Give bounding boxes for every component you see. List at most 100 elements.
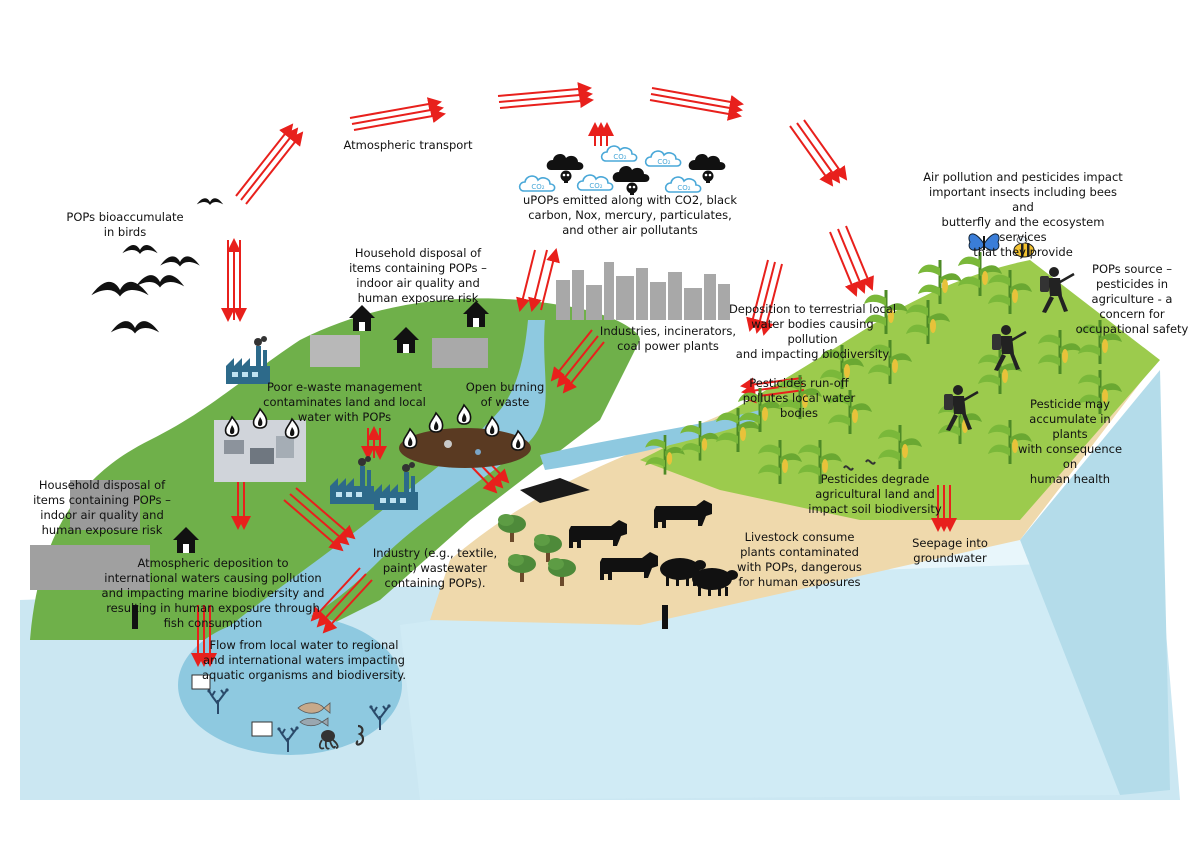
label-deposition-terrestrial: Deposition to terrestrial local water bo… — [728, 302, 897, 361]
fish-icon — [299, 717, 329, 727]
arrow — [540, 248, 560, 311]
arrow — [497, 82, 592, 97]
arrow — [240, 127, 299, 201]
bird-icon — [196, 198, 224, 205]
emission-clouds: CO₂ CO₂ CO₂ CO₂ CO₂ — [518, 145, 726, 195]
river-side-branch — [540, 410, 760, 470]
cloud-co2-text: CO₂ — [531, 183, 544, 191]
arrow — [322, 579, 373, 634]
arrow — [550, 329, 593, 382]
bird-icon — [135, 275, 185, 288]
building — [30, 545, 150, 590]
arrow — [845, 225, 874, 291]
arrow — [562, 341, 605, 394]
label-pesticides-degrade: Pesticides degrade agricultural land and… — [808, 472, 942, 516]
label-livestock: Livestock consume plants contaminated wi… — [737, 530, 862, 589]
arrow — [245, 131, 304, 205]
label-flow-local-water: Flow from local water to regional and in… — [201, 638, 407, 682]
label-household-left: Household disposal of items containing P… — [33, 478, 171, 537]
arrow — [283, 499, 344, 552]
arrow — [528, 249, 548, 312]
seahorse-icon — [355, 724, 365, 746]
arrow — [556, 335, 599, 388]
label-pesticide-accumulate: Pesticide may accumulate in plants with … — [1017, 397, 1123, 486]
skull-cloud-icon — [612, 166, 650, 195]
label-seepage: Seepage into groundwater — [912, 536, 988, 565]
fish-icon — [297, 702, 331, 714]
ground-cliff — [1020, 370, 1170, 795]
label-pesticides-runoff: Pesticides run-off pollutes local water … — [742, 376, 856, 420]
arrow — [651, 87, 744, 109]
arrow — [499, 94, 594, 109]
label-atmospheric-deposition: Atmospheric deposition to international … — [101, 556, 325, 630]
octopus-icon — [318, 730, 339, 750]
dark-patch — [520, 478, 590, 503]
label-pops-source-pesticides: POPs source – pesticides in agriculture … — [1075, 262, 1189, 336]
cloud-co2-icon: CO₂ — [576, 174, 614, 191]
butterfly-icon — [968, 233, 1000, 251]
arrow — [796, 122, 841, 184]
cloud-co2-icon: CO₂ — [518, 175, 556, 192]
label-industry-wastewater: Industry (e.g., textile, paint) wastewat… — [372, 546, 498, 590]
label-pops-birds: POPs bioaccumulate in birds — [66, 210, 184, 239]
label-atmospheric-transport: Atmospheric transport — [343, 138, 473, 152]
label-ewaste: Poor e-waste management contaminates lan… — [263, 380, 426, 424]
cloud-co2-text: CO₂ — [589, 182, 602, 190]
arrow — [516, 249, 536, 312]
arrow — [235, 123, 294, 197]
cloud-co2-icon: CO₂ — [644, 150, 682, 167]
arrow — [650, 93, 743, 115]
crop-field — [640, 260, 1160, 520]
skull-cloud-icon — [688, 154, 726, 183]
arrow — [803, 119, 848, 181]
arrow — [746, 259, 769, 332]
arrow — [349, 97, 442, 119]
cloud-co2-text: CO₂ — [613, 153, 626, 161]
arrow — [760, 263, 783, 336]
label-household-top: Household disposal of items containing P… — [349, 246, 487, 305]
bird-icon — [160, 256, 200, 267]
arrow — [316, 573, 367, 628]
bird-icon — [110, 321, 160, 334]
arrow — [353, 109, 446, 131]
cloud-co2-icon: CO₂ — [664, 176, 702, 193]
arrow — [829, 231, 858, 297]
label-upops-emitted: uPOPs emitted along with CO2, black carb… — [523, 193, 737, 237]
worms-icon — [843, 459, 876, 471]
bee-icon — [1013, 236, 1035, 258]
arrow — [649, 99, 742, 121]
arrow — [789, 125, 834, 187]
ground-post — [132, 605, 138, 629]
bird-icon — [122, 244, 158, 254]
building — [310, 335, 360, 367]
arrow — [837, 228, 866, 294]
houses-group — [30, 301, 489, 590]
ewaste-pile-icon — [214, 408, 306, 482]
building — [70, 480, 140, 530]
skull-cloud-icon — [546, 154, 584, 183]
arrow — [289, 493, 350, 546]
arrows-atmospheric — [191, 82, 957, 667]
label-air-pollution-insects: Air pollution and pesticides impact impo… — [923, 170, 1123, 259]
arrow — [310, 567, 361, 622]
cloud-co2-text: CO₂ — [657, 158, 670, 166]
cloud-co2-text: CO₂ — [677, 184, 690, 192]
building — [432, 338, 488, 368]
arrow — [498, 88, 593, 103]
cloud-co2-icon: CO₂ — [600, 145, 638, 162]
arrow — [753, 261, 776, 334]
marine-life — [191, 674, 392, 753]
lagoon — [178, 615, 402, 755]
arrow — [295, 487, 356, 540]
arrow — [351, 103, 444, 125]
city-skyline-icon — [556, 262, 730, 320]
grassland — [30, 298, 640, 640]
waste-pile-icon — [399, 404, 531, 468]
label-open-burning: Open burning of waste — [465, 380, 545, 409]
label-industries: Industries, incinerators, coal power pla… — [599, 324, 737, 353]
fish-icon — [251, 721, 273, 737]
fish-icon — [191, 674, 211, 690]
factory-icon — [226, 336, 270, 384]
ground-post — [662, 605, 668, 629]
